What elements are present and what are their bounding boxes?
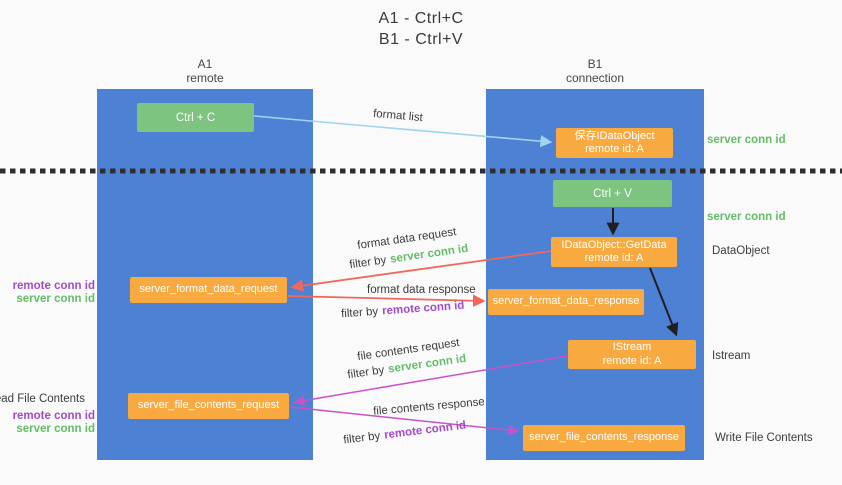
node-getdata-line2: remote id: A — [584, 252, 644, 264]
label-format-remote-conn-id: remote conn id — [12, 280, 95, 292]
label-read-file-contents: Read File Contents — [0, 393, 85, 405]
node-format-request-label: server_format_data_request — [139, 283, 278, 296]
filter-by-text: filter by — [340, 305, 379, 321]
label-dataobject: DataObject — [712, 245, 770, 257]
title-line-1: A1 - Ctrl+C — [378, 10, 464, 27]
edge-label-file-contents-response: file contents response — [372, 396, 486, 418]
filter-by-text: filter by — [346, 364, 386, 382]
node-ctrl-v-label: Ctrl + V — [593, 187, 632, 200]
filter-server-conn-id: server conn id — [389, 242, 469, 266]
node-istream-line2: remote id: A — [602, 354, 662, 367]
label-server-conn-id-top: server conn id — [707, 134, 786, 146]
node-save-dataobject-line1: 保存IDataObject — [574, 129, 655, 142]
filter-remote-conn-id: remote conn id — [381, 299, 465, 318]
label-istream: Istream — [712, 350, 751, 362]
node-istream: IStream remote id: A — [568, 340, 696, 369]
label-file-remote-conn-id: remote conn id — [12, 410, 95, 422]
diagram-title: A1 - Ctrl+C B1 - Ctrl+V — [0, 8, 842, 50]
column-a1-subtitle: remote — [186, 71, 224, 85]
node-file-response-label: server_file_contents_response — [529, 431, 679, 444]
edge-label-format-list: format list — [372, 107, 424, 125]
title-line-2: B1 - Ctrl+V — [378, 31, 464, 48]
filter-remote-conn-id: remote conn id — [383, 419, 467, 442]
node-format-request: server_format_data_request — [130, 277, 287, 303]
column-header-a1: A1 remote — [97, 57, 313, 85]
column-b1-subtitle: connection — [565, 71, 625, 85]
node-format-response: server_format_data_response — [488, 289, 644, 315]
node-getdata: IDataObject::GetData remote id: A — [551, 237, 677, 267]
column-a1-name: A1 — [197, 57, 213, 71]
node-istream-line1: IStream — [612, 341, 652, 353]
node-file-response: server_file_contents_response — [523, 425, 685, 451]
filter-by-text: filter by — [342, 430, 381, 447]
node-format-response-label: server_format_data_response — [492, 295, 640, 308]
node-file-request-label: server_file_contents_request — [137, 399, 280, 412]
label-write-file-contents: Write File Contents — [715, 432, 813, 444]
filter-by-text: filter by — [348, 254, 388, 272]
node-save-dataobject: 保存IDataObject remote id: A — [556, 128, 673, 158]
column-b1-name: B1 — [587, 57, 603, 71]
node-ctrl-v: Ctrl + V — [553, 180, 672, 207]
node-ctrl-c-label: Ctrl + C — [175, 111, 216, 124]
label-file-server-conn-id: server conn id — [16, 423, 95, 435]
node-getdata-line1: IDataObject::GetData — [561, 238, 667, 251]
node-file-request: server_file_contents_request — [128, 393, 289, 419]
edge-label-format-data-response: format data response — [367, 284, 476, 296]
label-server-conn-id-mid: server conn id — [707, 211, 786, 223]
column-header-b1: B1 connection — [486, 57, 704, 85]
label-format-server-conn-id: server conn id — [16, 293, 95, 305]
node-ctrl-c: Ctrl + C — [137, 103, 254, 132]
node-save-dataobject-line2: remote id: A — [585, 143, 644, 155]
